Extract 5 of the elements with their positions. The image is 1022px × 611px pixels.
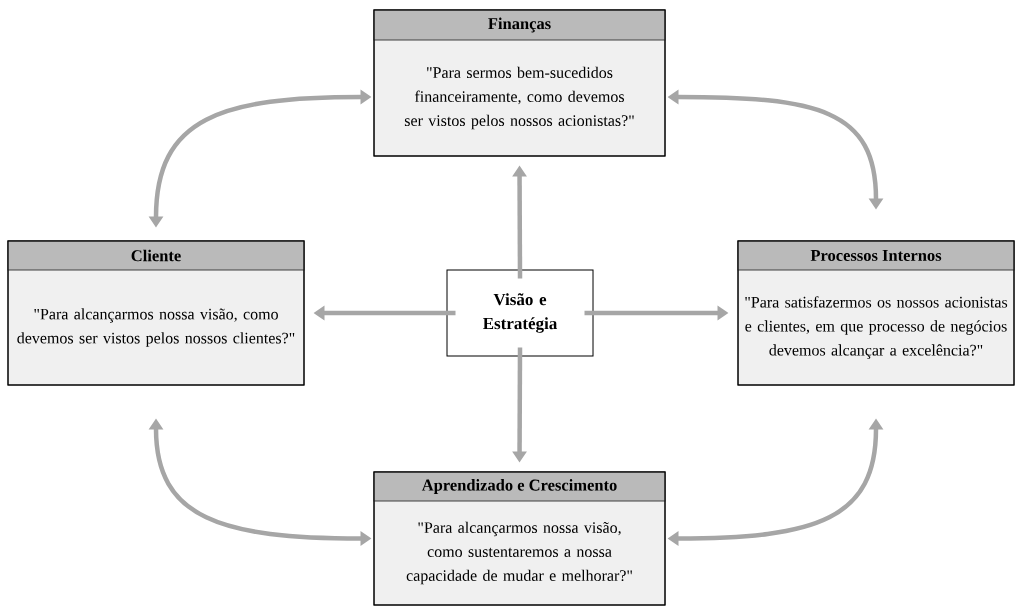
center-box: Visão e Estratégia xyxy=(446,269,594,357)
perspective-box: Cliente "Para alcançarmos nossa visão, como devemos ser vistos pelos nossos clientes?" xyxy=(7,240,305,386)
perspective-box: Processos Internos "Para satisfazermos os nossos acionistas e clientes, em que processo de negócios devemos alcançar a excelência?" xyxy=(737,240,1015,386)
perspective-box: Aprendizado e Crescimento "Para alcançarmos nossa visão, como sustentaremos a nossa capacidade de mudar e melhorar?" xyxy=(373,471,666,606)
perspective-box: Finanças "Para sermos bem-sucedidos financeiramente, como devemos ser vistos pelos nossos acionistas?" xyxy=(373,9,666,157)
